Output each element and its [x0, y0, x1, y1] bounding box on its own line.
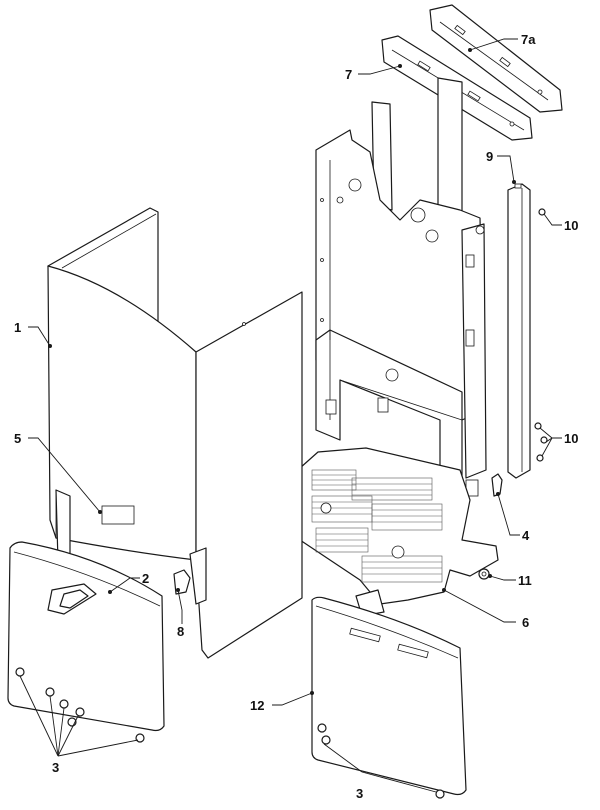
boiler-chassis — [315, 77, 487, 497]
callout-4: 4 — [522, 528, 530, 543]
callout-3-right: 3 — [356, 786, 363, 801]
clip-4 — [491, 473, 503, 497]
fastener-set-3-right — [317, 723, 445, 799]
callout-labels: 1 5 2 8 3 7a 7 9 10 10 4 11 6 12 3 — [14, 32, 578, 801]
front-cover-12 — [311, 596, 467, 796]
leader-lines — [19, 38, 562, 793]
fastener-set-3-left — [15, 667, 145, 743]
screw-set-10 — [534, 208, 548, 462]
brand-logo — [47, 583, 97, 615]
callout-8: 8 — [177, 624, 184, 639]
callout-10-bottom: 10 — [564, 431, 578, 446]
front-cover-2 — [7, 541, 165, 732]
callout-6: 6 — [522, 615, 529, 630]
callout-3-left: 3 — [52, 760, 59, 775]
callout-5: 5 — [14, 431, 21, 446]
callout-12: 12 — [250, 698, 264, 713]
side-rail-9 — [507, 183, 531, 479]
callout-7: 7 — [345, 67, 352, 82]
callout-9: 9 — [486, 149, 493, 164]
fitting-11 — [478, 568, 490, 580]
callout-2: 2 — [142, 571, 149, 586]
outer-casing-1 — [47, 207, 303, 659]
base-tray-6 — [299, 447, 499, 617]
wall-bracket-7a — [429, 4, 563, 113]
callout-11: 11 — [518, 573, 532, 588]
callout-10-top: 10 — [564, 218, 578, 233]
callout-1: 1 — [14, 320, 21, 335]
callout-7a: 7a — [521, 32, 536, 47]
